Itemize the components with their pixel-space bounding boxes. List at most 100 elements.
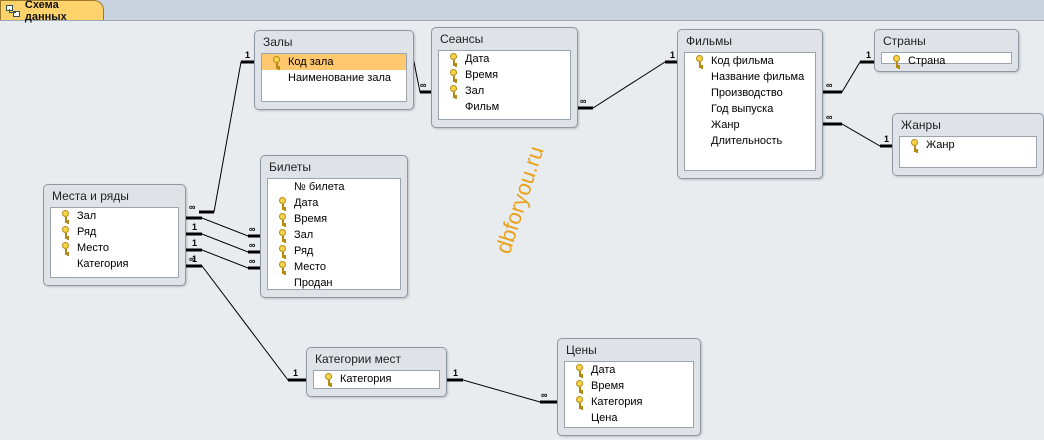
field-name: Дата: [591, 364, 616, 376]
table-kategorii[interactable]: Категории мест Категория: [306, 347, 447, 397]
field-row[interactable]: Жанр: [685, 117, 815, 133]
field-name: Название фильма: [711, 71, 805, 83]
field-row[interactable]: № билета: [268, 179, 400, 195]
field-name: Место: [77, 242, 109, 254]
table-title[interactable]: Места и ряды: [52, 189, 129, 203]
field-name: Зал: [465, 85, 485, 97]
table-zhanry[interactable]: Жанры Жанр: [892, 113, 1044, 176]
field-row[interactable]: Категория: [314, 371, 439, 387]
tab-label: Схема данных: [24, 0, 67, 23]
field-row[interactable]: Название фильма: [685, 69, 815, 85]
field-row[interactable]: Год выпуска: [685, 101, 815, 117]
field-name: Код фильма: [711, 55, 774, 67]
field-row[interactable]: Ряд: [268, 243, 400, 259]
document-tab-bar: Схема данных: [0, 0, 1044, 23]
rel-line-seansy-filmy[interactable]: [577, 61, 681, 109]
primary-key-icon: [696, 55, 704, 68]
field-row[interactable]: Место: [51, 240, 178, 256]
table-title[interactable]: Сеансы: [440, 32, 484, 46]
relationships-icon: [6, 4, 20, 17]
field-row[interactable]: Ряд: [51, 224, 178, 240]
field-row[interactable]: Время: [268, 211, 400, 227]
field-row[interactable]: Время: [565, 378, 693, 394]
field-row[interactable]: Фильм: [439, 99, 570, 115]
field-name: Ряд: [77, 226, 97, 238]
card-many: ∞: [189, 202, 196, 212]
field-row[interactable]: Продан: [268, 275, 400, 291]
field-row[interactable]: Дата: [565, 362, 693, 378]
card-one: 1: [192, 254, 197, 264]
field-row[interactable]: Категория: [51, 256, 178, 272]
field-row[interactable]: Страна: [882, 53, 1011, 69]
field-name: Дата: [294, 197, 319, 209]
card-one: 1: [884, 134, 889, 144]
card-many: ∞: [249, 240, 256, 250]
field-row[interactable]: Дата: [439, 51, 570, 67]
card-one: 1: [245, 50, 250, 60]
primary-key-icon: [62, 226, 70, 239]
field-name: Продан: [294, 277, 333, 289]
card-one: 1: [192, 222, 197, 232]
primary-key-icon: [450, 85, 458, 98]
field-list: Страна: [881, 52, 1012, 68]
primary-key-icon: [450, 53, 458, 66]
tab-relationships[interactable]: Схема данных: [0, 0, 104, 23]
table-title[interactable]: Цены: [566, 343, 597, 357]
field-name: Время: [591, 380, 625, 392]
field-name: Цена: [591, 412, 618, 424]
field-row[interactable]: Дата: [268, 195, 400, 211]
field-name: Категория: [591, 396, 643, 408]
rel-line-mesta-zaly[interactable]: [199, 61, 258, 213]
primary-key-icon: [576, 364, 584, 377]
field-row[interactable]: Время: [439, 67, 570, 83]
table-title[interactable]: Категории мест: [315, 352, 402, 366]
table-title[interactable]: Жанры: [901, 118, 941, 132]
card-many: ∞: [826, 112, 833, 122]
primary-key-icon: [279, 213, 287, 226]
table-title[interactable]: Залы: [263, 35, 293, 49]
field-row[interactable]: Зал: [268, 227, 400, 243]
field-name: Зал: [77, 210, 97, 222]
field-list: Жанр: [899, 136, 1037, 168]
field-name: Наименование зала: [288, 72, 392, 84]
table-title[interactable]: Фильмы: [686, 34, 732, 48]
primary-key-icon: [450, 69, 458, 82]
field-row[interactable]: Наименование зала: [262, 70, 406, 86]
field-row[interactable]: Зал: [51, 208, 178, 224]
card-many: ∞: [189, 254, 196, 264]
table-strany[interactable]: Страны Страна: [874, 29, 1019, 72]
card-many: ∞: [826, 80, 833, 90]
table-title[interactable]: Билеты: [269, 160, 311, 174]
field-name: Дата: [465, 53, 490, 65]
field-name: № билета: [294, 181, 345, 193]
field-row[interactable]: Цена: [565, 410, 693, 426]
card-many: ∞: [249, 256, 256, 266]
field-row[interactable]: Зал: [439, 83, 570, 99]
card-one: 1: [670, 50, 675, 60]
field-name: Категория: [340, 373, 392, 385]
field-row[interactable]: Жанр: [900, 137, 1036, 153]
primary-key-icon: [911, 139, 919, 152]
primary-key-icon: [279, 261, 287, 274]
field-row[interactable]: Длительность: [685, 133, 815, 149]
primary-key-icon: [273, 56, 281, 69]
table-title[interactable]: Страны: [883, 34, 926, 48]
field-row[interactable]: Производство: [685, 85, 815, 101]
field-row[interactable]: Категория: [565, 394, 693, 410]
field-name: Фильм: [465, 101, 500, 113]
field-row[interactable]: Место: [268, 259, 400, 275]
card-many: ∞: [249, 224, 256, 234]
field-row[interactable]: Код фильма: [685, 53, 815, 69]
card-one: 1: [293, 368, 298, 378]
field-row[interactable]: Код зала: [262, 54, 406, 70]
